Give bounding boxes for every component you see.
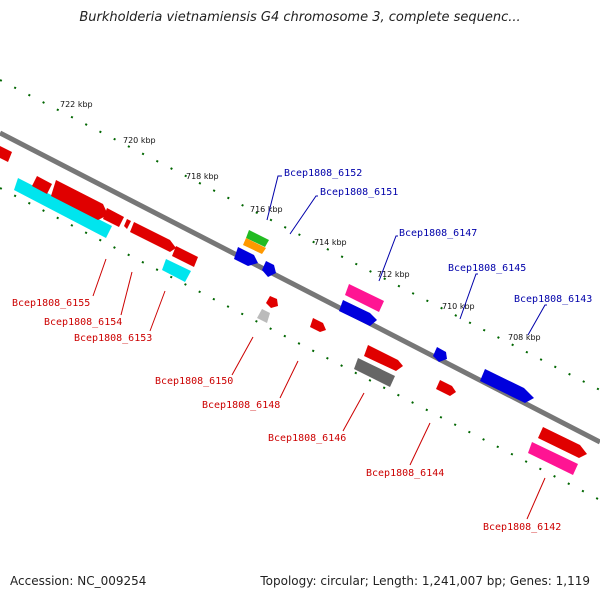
kbp-label: 720 kbp [123,136,156,145]
gene-feature-blue [234,247,258,266]
leader-line [279,360,299,399]
gene-feature-red [364,345,403,371]
leader-line [231,336,254,376]
leader-line [289,195,318,235]
leader-line [149,290,166,332]
gene-feature-blue [433,347,447,362]
map-title: Burkholderia vietnamiensis G4 chromosome… [79,10,521,25]
gene-label-top: Bcep1808_6145 [448,263,526,274]
kbp-label: 712 kbp [377,270,410,279]
kbp-label: 710 kbp [442,302,475,311]
gene-feature-pink [345,284,384,312]
gene-feature-green [246,230,269,247]
outer-tick-ruler [0,79,600,391]
kbp-label: 722 kbp [60,100,93,109]
gene-label-top: Bcep1808_6151 [320,187,398,198]
gene-feature-red [266,296,278,308]
gene-feature-red [0,146,12,162]
leader-line [266,175,282,221]
gene-feature-orange [243,238,266,254]
leader-line [92,258,107,297]
gene-feature-red [538,427,587,458]
kbp-label: 708 kbp [508,333,541,342]
gene-label-bottom: Bcep1808_6148 [202,400,280,411]
gene-feature-gray [354,358,395,387]
gene-label-bottom: Bcep1808_6142 [483,522,561,533]
gene-label-top: Bcep1808_6143 [514,294,592,305]
gene-feature-red [310,318,326,332]
gene-feature-blue [480,369,534,403]
leader-line [459,273,478,320]
inner-tick-ruler [0,187,600,501]
summary-text: Topology: circular; Length: 1,241,007 bp… [260,574,590,588]
gene-label-bottom: Bcep1808_6155 [12,298,90,309]
leader-line [120,271,133,316]
leader-line [409,422,431,466]
gene-feature-red [436,380,456,396]
gene-feature-red [14,178,112,238]
gene-feature-red [51,180,108,220]
gene-feature-blue [339,300,377,326]
kbp-label: 716 kbp [250,205,283,214]
gene-label-bottom: Bcep1808_6146 [268,433,346,444]
leader-line [527,304,547,336]
gene-label-bottom: Bcep1808_6153 [74,333,152,344]
leader-line [342,392,365,432]
gene-label-bottom: Bcep1808_6144 [366,468,444,479]
leader-line [378,235,398,282]
gene-feature-red [124,219,131,229]
gene-feature-red [32,176,52,194]
gene-feature-blue [262,261,276,277]
gene-feature-pink [528,442,578,475]
leader-line [526,477,546,520]
gene-label-bottom: Bcep1808_6150 [155,376,233,387]
gene-feature-red [130,222,176,252]
gene-label-bottom: Bcep1808_6154 [44,317,122,328]
gene-label-top: Bcep1808_6147 [399,228,477,239]
gene-feature-cyan [162,259,191,282]
kbp-label: 714 kbp [314,238,347,247]
accession-text: Accession: NC_009254 [10,574,147,588]
gene-feature-red [172,246,198,267]
gene-feature-red [103,208,124,227]
gene-feature-lightgray [257,309,270,323]
kbp-label: 718 kbp [186,172,219,181]
gene-label-top: Bcep1808_6152 [284,168,362,179]
